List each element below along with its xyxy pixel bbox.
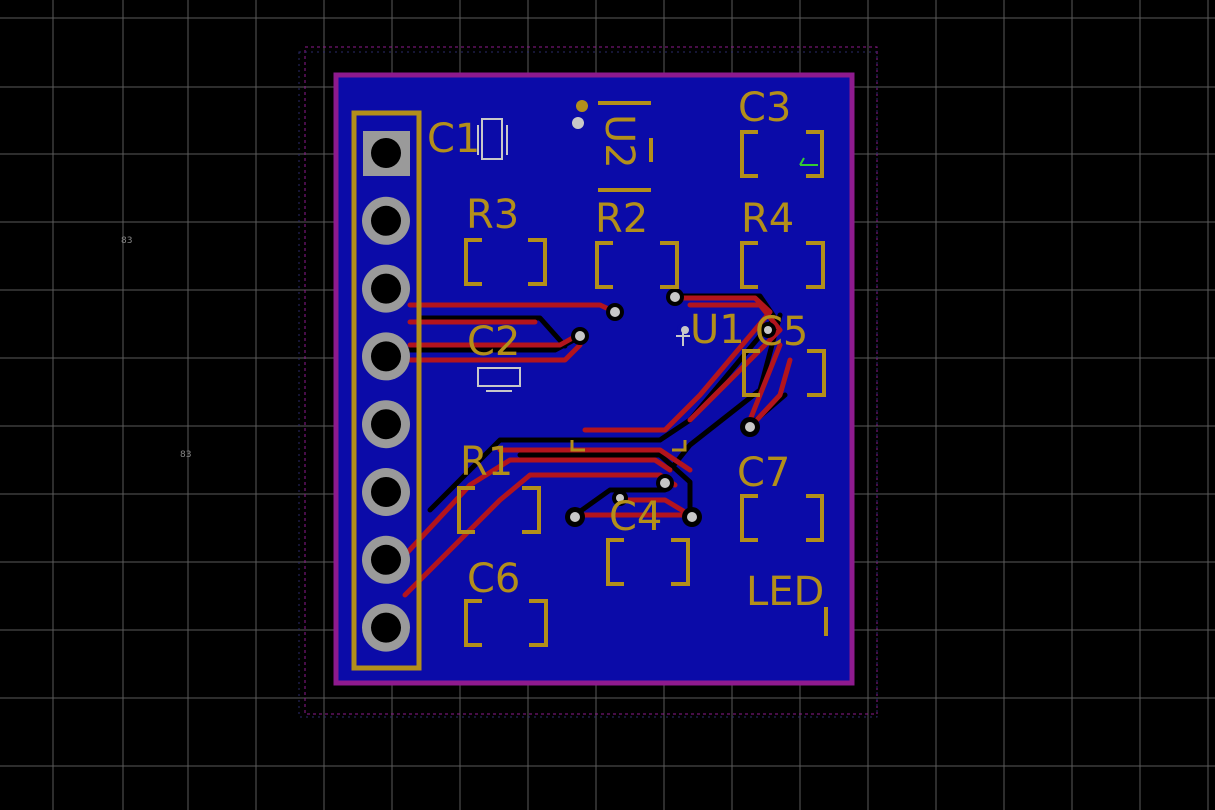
header-pin-drill (371, 477, 401, 507)
via-drill (745, 422, 755, 432)
pin-header[interactable] (362, 131, 410, 652)
label-c7[interactable]: C7 (737, 450, 790, 496)
silkscreen-outlines (457, 101, 828, 647)
header-pin-drill (371, 273, 401, 304)
via-drill (610, 307, 620, 317)
board-edge-dashed-inner (298, 51, 878, 718)
via-drill (616, 494, 624, 502)
header-pin-drill (371, 341, 401, 372)
c6-footprint[interactable] (464, 599, 548, 647)
c1-footprint[interactable] (481, 118, 503, 160)
via-drill (687, 512, 697, 522)
header-pin-drill (371, 205, 401, 236)
via-drill (764, 326, 772, 334)
label-c1[interactable]: C1 (427, 116, 480, 162)
r2-footprint[interactable] (595, 241, 679, 289)
label-c5[interactable]: C5 (755, 309, 808, 355)
via-drill (575, 331, 585, 341)
label-u1[interactable]: U1 (690, 307, 745, 353)
label-led[interactable]: LED (746, 569, 824, 615)
label-r4[interactable]: R4 (741, 196, 794, 242)
u2-pin1-dot (576, 100, 588, 112)
r4-footprint[interactable] (740, 241, 825, 289)
u2-marker-dot (572, 117, 584, 129)
label-r3[interactable]: R3 (466, 192, 519, 238)
grid-marker-a: 83 (121, 236, 132, 246)
via-drill (570, 512, 580, 522)
label-r2[interactable]: R2 (595, 196, 648, 242)
pin-header-outline[interactable] (351, 110, 422, 671)
header-pin-drill (371, 544, 401, 575)
via-drill (660, 478, 670, 488)
label-c6[interactable]: C6 (467, 556, 520, 602)
board-edge-dashed (304, 46, 878, 715)
label-c4[interactable]: C4 (609, 494, 662, 540)
c3-footprint[interactable] (740, 130, 824, 178)
c2-footprint[interactable] (477, 367, 521, 387)
label-u2[interactable]: U2 (596, 114, 642, 169)
green-marker (799, 157, 818, 166)
label-r1[interactable]: R1 (460, 439, 513, 485)
r3-footprint[interactable] (464, 238, 547, 286)
r1-footprint[interactable] (457, 486, 541, 534)
label-c3[interactable]: C3 (738, 85, 791, 131)
grid-marker-b: 83 (180, 450, 191, 460)
c4-footprint[interactable] (606, 538, 690, 586)
vias[interactable] (565, 100, 776, 527)
component-labels: C1 U2 C3 R3 R2 R4 C2 U1 C5 R1 C7 C4 C6 L… (427, 85, 824, 615)
header-pin-drill (371, 409, 401, 440)
via-drill (670, 292, 680, 302)
header-pin-drill (371, 138, 401, 168)
label-c2[interactable]: C2 (467, 319, 520, 365)
c7-footprint[interactable] (740, 494, 824, 542)
board-outline[interactable] (333, 72, 855, 686)
header-pin-drill (371, 612, 401, 643)
c5-footprint[interactable] (742, 349, 826, 397)
